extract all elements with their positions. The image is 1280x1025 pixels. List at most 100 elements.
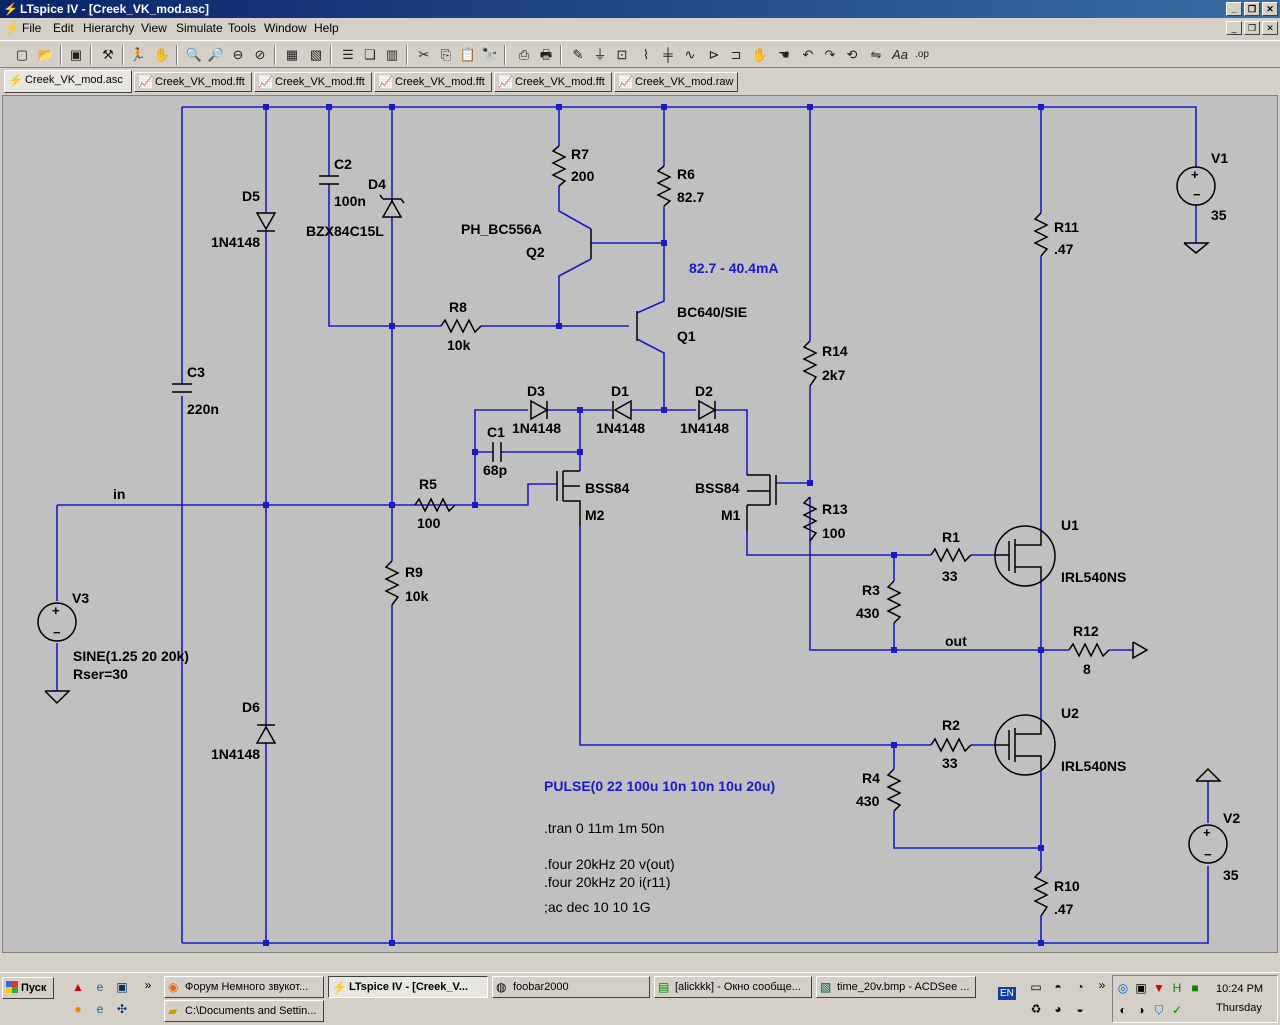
menu-tools[interactable]: Tools <box>228 21 257 35</box>
svg-text:+: + <box>52 603 60 618</box>
value-r7: 200 <box>571 168 595 184</box>
ie-icon-2[interactable]: e <box>96 1002 104 1016</box>
volume-icon[interactable]: ◐ <box>1119 1003 1127 1017</box>
menu-file[interactable]: File <box>22 21 42 35</box>
label-net-icon[interactable]: ⊡ <box>616 47 628 62</box>
label-u1: U1 <box>1061 517 1079 533</box>
status-icon[interactable]: ■ <box>1191 981 1199 995</box>
pan-icon[interactable]: 🔎 <box>207 47 225 62</box>
mdi-minimize-button[interactable]: _ <box>1226 21 1242 35</box>
print-icon[interactable]: 🖶 <box>539 47 553 62</box>
mdi-restore-button[interactable]: ❐ <box>1244 21 1260 35</box>
minimize-button[interactable]: _ <box>1226 2 1242 16</box>
schematic-drawing[interactable]: +− +− +− D5 1N4148 C2 100n D4 BZX84C15L … <box>3 96 1278 953</box>
zoom-in-icon[interactable]: 🔍 <box>185 47 203 62</box>
ltspice-app-icon[interactable]: ⚡ <box>3 2 18 16</box>
check-icon[interactable]: ✓ <box>1171 1003 1183 1017</box>
menu-simulate[interactable]: Simulate <box>176 21 223 35</box>
tile-vertical-icon[interactable]: ▥ <box>385 47 399 62</box>
cascade-icon[interactable]: ❏ <box>364 47 376 62</box>
autorange-icon[interactable]: ▦ <box>285 47 299 62</box>
ground-icon[interactable]: ⏚ <box>593 47 607 62</box>
task-explorer[interactable]: ▰C:\Documents and Settin... <box>164 1000 324 1022</box>
capacitor-icon[interactable]: ╪ <box>663 47 673 62</box>
label-q2: Q2 <box>526 244 545 260</box>
tab-fft-2[interactable]: 📈Creek_VK_mod.fft <box>254 72 372 92</box>
menu-edit[interactable]: Edit <box>53 21 74 35</box>
task-ltspice[interactable]: ⚡LTspice IV - [Creek_V... <box>328 976 488 998</box>
menu-help[interactable]: Help <box>314 21 339 35</box>
halt-icon[interactable]: ✋ <box>153 47 171 62</box>
label-d3: D3 <box>527 383 545 399</box>
resistor-icon[interactable]: ⌇ <box>642 47 650 62</box>
shield-icon[interactable]: ⛉ <box>1154 1003 1164 1017</box>
title-bar: ⚡ LTspice IV - [Creek_VK_mod.asc] _ ❐ ✕ <box>0 0 1280 18</box>
tray-icon-4[interactable]: ♻ <box>1030 1002 1042 1016</box>
tray-icon-1[interactable]: ▭ <box>1030 980 1042 994</box>
mdi-close-button[interactable]: ✕ <box>1262 21 1278 35</box>
tab-raw[interactable]: 📈Creek_VK_mod.raw <box>614 72 738 92</box>
component-icon[interactable]: ⊐ <box>730 47 742 62</box>
ie-icon[interactable]: e <box>96 980 104 994</box>
tray-icon-2[interactable]: ◓ <box>1054 980 1062 994</box>
task-firefox[interactable]: ◉Форум Немного звукот... <box>164 976 324 998</box>
mirror-icon[interactable]: ⇋ <box>870 47 882 62</box>
drag-icon[interactable]: ☚ <box>778 47 790 62</box>
utility-icon[interactable]: ✣ <box>116 1002 128 1016</box>
undo-icon[interactable]: ↶ <box>802 47 814 62</box>
control-panel-icon[interactable]: ⚒ <box>102 47 114 62</box>
tray-chevron-icon[interactable]: » <box>1098 978 1106 992</box>
menu-view[interactable]: View <box>141 21 167 35</box>
app-icon[interactable]: ▣ <box>116 980 128 994</box>
open-icon[interactable]: 📂 <box>37 47 55 62</box>
zoom-out-icon[interactable]: ⊖ <box>232 47 244 62</box>
zoom-fit-icon[interactable]: ⊘ <box>254 47 266 62</box>
fft-icon[interactable]: ▧ <box>309 47 323 62</box>
tab-fft-4[interactable]: 📈Creek_VK_mod.fft <box>494 72 612 92</box>
save-icon[interactable]: ▣ <box>69 47 83 62</box>
task-acdsee[interactable]: ▧time_20v.bmp - ACDSee ... <box>816 976 976 998</box>
tray-icon-3[interactable]: ◔ <box>1076 980 1084 994</box>
copy-icon[interactable]: ⎘ <box>440 47 452 62</box>
monitor-icon[interactable]: ▣ <box>1135 981 1147 995</box>
messenger-tray-icon[interactable]: H <box>1172 981 1182 995</box>
menu-window[interactable]: Window <box>264 21 307 35</box>
start-button[interactable]: Пуск <box>2 977 54 999</box>
tab-fft-1[interactable]: 📈Creek_VK_mod.fft <box>134 72 252 92</box>
schematic-canvas[interactable]: +− +− +− D5 1N4148 C2 100n D4 BZX84C15L … <box>2 95 1278 953</box>
antivirus-icon[interactable]: ▼ <box>1153 981 1165 995</box>
cut-icon[interactable]: ✂ <box>418 47 430 62</box>
redo-icon[interactable]: ↷ <box>824 47 836 62</box>
task-messenger[interactable]: ▤[alickkk] - Окно сообще... <box>654 976 812 998</box>
menu-hierarchy[interactable]: Hierarchy <box>83 21 135 35</box>
chevron-icon[interactable]: » <box>144 978 152 992</box>
value-c1: 68p <box>483 462 507 478</box>
tray-icon-5[interactable]: ◕ <box>1054 1002 1062 1016</box>
spice-directive-icon[interactable]: .op <box>915 49 929 60</box>
inductor-icon[interactable]: ∿ <box>684 47 696 62</box>
print-setup-icon[interactable]: ⎙ <box>518 47 530 62</box>
draw-wire-icon[interactable]: ✎ <box>572 47 584 62</box>
network-icon[interactable]: ◎ <box>1117 981 1129 995</box>
language-indicator[interactable]: EN <box>998 987 1016 1000</box>
find-icon[interactable]: 🔭 <box>481 47 499 62</box>
tab-schematic[interactable]: ⚡Creek_VK_mod.asc <box>4 70 132 93</box>
diode-icon[interactable]: ⊳ <box>708 47 720 62</box>
clock-time[interactable]: 10:24 PM <box>1216 983 1264 995</box>
orb-icon[interactable]: ● <box>74 1002 82 1016</box>
acrobat-icon[interactable]: ▲ <box>72 980 84 994</box>
paste-icon[interactable]: 📋 <box>459 47 477 62</box>
task-foobar[interactable]: ◍foobar2000 <box>492 976 650 998</box>
rotate-icon[interactable]: ⟲ <box>846 47 858 62</box>
run-icon[interactable]: 🏃 <box>129 47 147 62</box>
tab-fft-3[interactable]: 📈Creek_VK_mod.fft <box>374 72 492 92</box>
document-icon[interactable]: ⚡ <box>4 20 21 35</box>
new-schematic-icon[interactable]: ▢ <box>15 47 29 62</box>
clock-tray-icon[interactable]: ◑ <box>1137 1003 1145 1017</box>
text-icon[interactable]: Aa <box>892 47 908 62</box>
close-button[interactable]: ✕ <box>1262 2 1278 16</box>
tray-icon-6[interactable]: ◒ <box>1076 1002 1084 1016</box>
tile-horizontal-icon[interactable]: ☰ <box>342 47 354 62</box>
move-icon[interactable]: ✋ <box>751 47 769 62</box>
maximize-button[interactable]: ❐ <box>1244 2 1260 16</box>
